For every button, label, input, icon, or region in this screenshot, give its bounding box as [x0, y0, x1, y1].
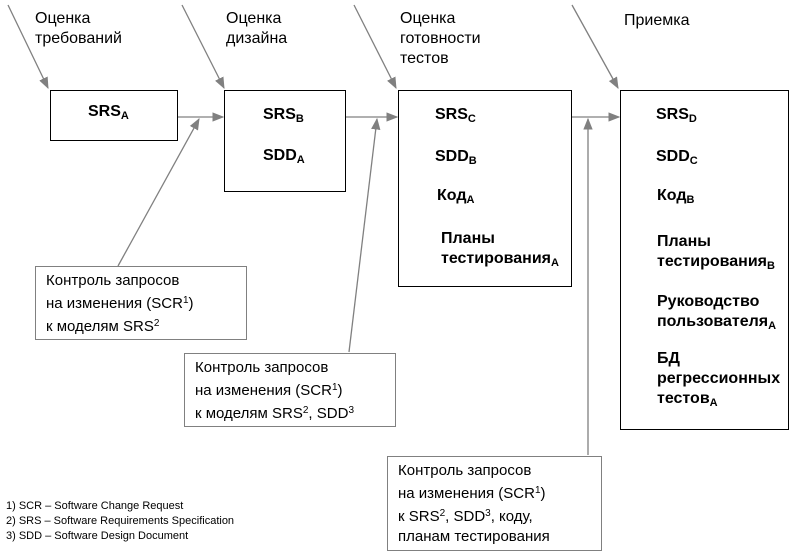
artifact-srs-b: SRSB [263, 106, 304, 125]
artifact-sdd-b: SDDB [435, 148, 477, 167]
artifact-code-a: КодA [437, 187, 475, 206]
artifact-code-b: КодB [657, 187, 695, 206]
footnote-srs: 2) SRS – Software Requirements Specifica… [6, 515, 235, 527]
footnote-scr: 1) SCR – Software Change Request [6, 500, 184, 512]
footnote-sdd: 3) SDD – Software Design Document [6, 530, 189, 542]
stage-arrow-2 [181, 4, 225, 90]
artifact-srs-a: SRSA [88, 103, 129, 122]
change-control-note-3: Контроль запросов на изменения (SCR1) к … [387, 456, 602, 551]
stage-arrow-4 [571, 4, 619, 90]
change-control-note-2: Контроль запросов на изменения (SCR1) к … [184, 353, 396, 427]
control-arrow-2 [348, 117, 381, 353]
artifact-test-plans-a: Планы тестированияA [441, 230, 559, 269]
stage-arrow-3 [353, 4, 397, 90]
artifact-box-acceptance [620, 90, 789, 430]
artifact-test-plans-b: Планы тестированияB [657, 233, 775, 272]
stage-title-4: Приемка [624, 12, 690, 29]
artifact-regression-db-a: БД регрессионных тестовA [657, 350, 781, 409]
change-control-note-1: Контроль запросов на изменения (SCR1) к … [35, 266, 247, 340]
artifact-srs-d: SRSD [656, 106, 697, 125]
artifact-box-tests [398, 90, 572, 287]
artifact-user-guide-a: Руководство пользователяA [657, 293, 777, 332]
artifact-sdd-c: SDDC [656, 148, 698, 167]
control-arrow-1 [117, 117, 200, 267]
artifact-sdd-a: SDDA [263, 147, 305, 166]
artifact-box-requirements [50, 90, 178, 141]
stage-arrow-1 [7, 4, 49, 90]
artifact-box-design [224, 90, 346, 192]
artifact-srs-c: SRSC [435, 106, 476, 125]
